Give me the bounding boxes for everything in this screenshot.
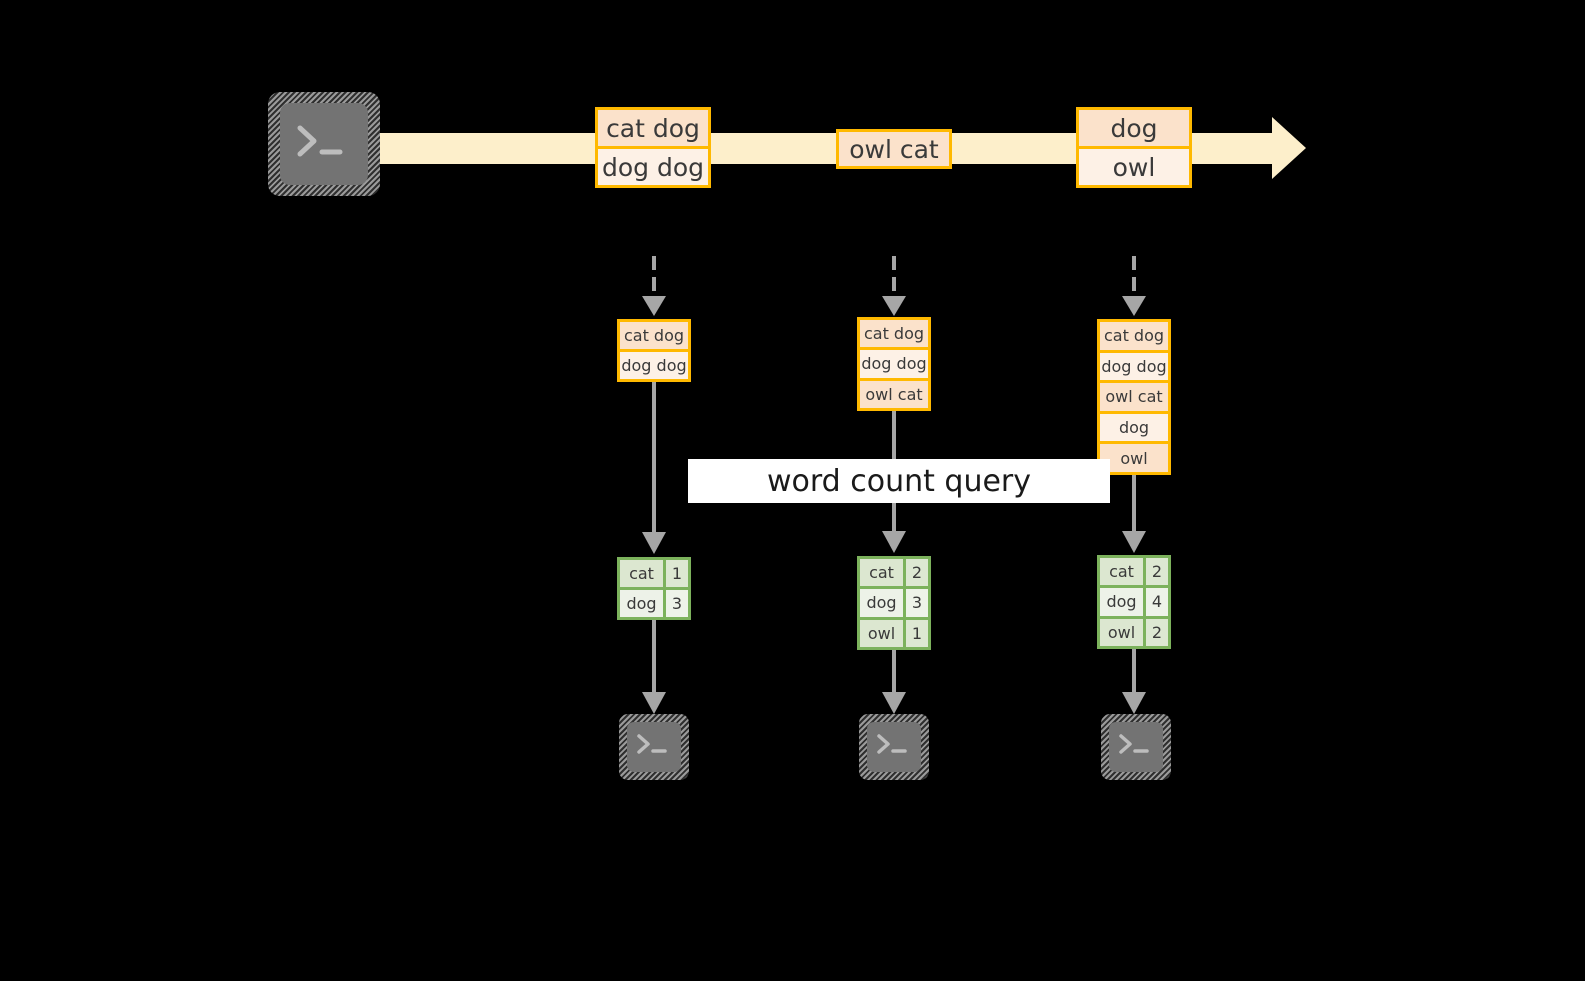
- result-table-2: cat 2 dog 3 owl 1: [857, 556, 931, 650]
- result-row: cat 2: [860, 559, 928, 587]
- stream-record-2: owl cat: [836, 129, 952, 169]
- result-count: 1: [666, 560, 688, 587]
- terminal-prompt-icon: [297, 125, 343, 157]
- result-count: 2: [1146, 618, 1168, 646]
- result-count: 2: [906, 559, 928, 587]
- buffer-box-1: cat dog dog dog: [617, 319, 691, 382]
- stream-record-line: owl: [1079, 146, 1189, 185]
- result-word: dog: [1100, 588, 1146, 616]
- connector-result-to-sink-3: [1122, 649, 1146, 714]
- buffer-box-3: cat dog dog dog owl cat dog owl: [1097, 319, 1171, 475]
- terminal-prompt-icon: [637, 734, 667, 754]
- buffer-line: owl: [1100, 441, 1168, 472]
- connector-result-to-sink-1: [642, 620, 666, 714]
- connector-buffer-to-result-1: [642, 382, 666, 554]
- query-label: word count query: [688, 459, 1110, 503]
- result-count: 3: [906, 589, 928, 617]
- stream-record-line: dog: [1079, 110, 1189, 146]
- terminal-prompt-icon: [1119, 734, 1149, 754]
- result-count: 3: [666, 590, 688, 617]
- result-word: owl: [1100, 618, 1146, 646]
- sink-terminal-icon-1[interactable]: [619, 714, 689, 780]
- result-word: dog: [620, 590, 666, 617]
- buffer-line: owl cat: [1100, 380, 1168, 411]
- buffer-line: dog: [1100, 410, 1168, 442]
- stream-record-line: owl cat: [839, 132, 949, 166]
- buffer-line: dog dog: [860, 347, 928, 378]
- result-count: 4: [1146, 588, 1168, 616]
- stream-record-line: cat dog: [598, 110, 708, 146]
- terminal-face: [867, 722, 921, 772]
- buffer-line: owl cat: [860, 377, 928, 408]
- connector-stream-to-buffer-1: [642, 256, 666, 316]
- result-table-3: cat 2 dog 4 owl 2: [1097, 555, 1171, 649]
- stream-record-1: cat dog dog dog: [595, 107, 711, 188]
- sink-terminal-icon-2[interactable]: [859, 714, 929, 780]
- buffer-line: cat dog: [620, 322, 688, 349]
- terminal-prompt-icon: [877, 734, 907, 754]
- connector-stream-to-buffer-2: [882, 256, 906, 316]
- result-word: owl: [860, 619, 906, 647]
- result-word: dog: [860, 589, 906, 617]
- result-row: owl 2: [1100, 615, 1168, 646]
- terminal-face: [1109, 722, 1163, 772]
- result-word: cat: [860, 559, 906, 587]
- buffer-line: dog dog: [620, 349, 688, 379]
- buffer-line: dog dog: [1100, 349, 1168, 381]
- buffer-line: cat dog: [1100, 322, 1168, 350]
- terminal-face: [627, 722, 681, 772]
- result-row: dog 3: [620, 587, 688, 617]
- stream-record-line: dog dog: [598, 146, 708, 185]
- result-row: cat 1: [620, 560, 688, 587]
- stream-record-3: dog owl: [1076, 107, 1192, 188]
- connector-stream-to-buffer-3: [1122, 256, 1146, 316]
- result-row: cat 2: [1100, 558, 1168, 586]
- buffer-line: cat dog: [860, 320, 928, 348]
- result-word: cat: [1100, 558, 1146, 586]
- result-row: dog 3: [860, 586, 928, 617]
- buffer-box-2: cat dog dog dog owl cat: [857, 317, 931, 411]
- connector-result-to-sink-2: [882, 650, 906, 714]
- result-count: 1: [906, 619, 928, 647]
- terminal-face: [280, 103, 368, 185]
- source-terminal-icon[interactable]: [268, 92, 380, 196]
- connector-buffer-to-result-3: [1122, 475, 1146, 553]
- result-table-1: cat 1 dog 3: [617, 557, 691, 620]
- result-row: owl 1: [860, 616, 928, 647]
- result-word: cat: [620, 560, 666, 587]
- result-row: dog 4: [1100, 585, 1168, 616]
- result-count: 2: [1146, 558, 1168, 586]
- stream-arrowhead: [1272, 117, 1306, 179]
- sink-terminal-icon-3[interactable]: [1101, 714, 1171, 780]
